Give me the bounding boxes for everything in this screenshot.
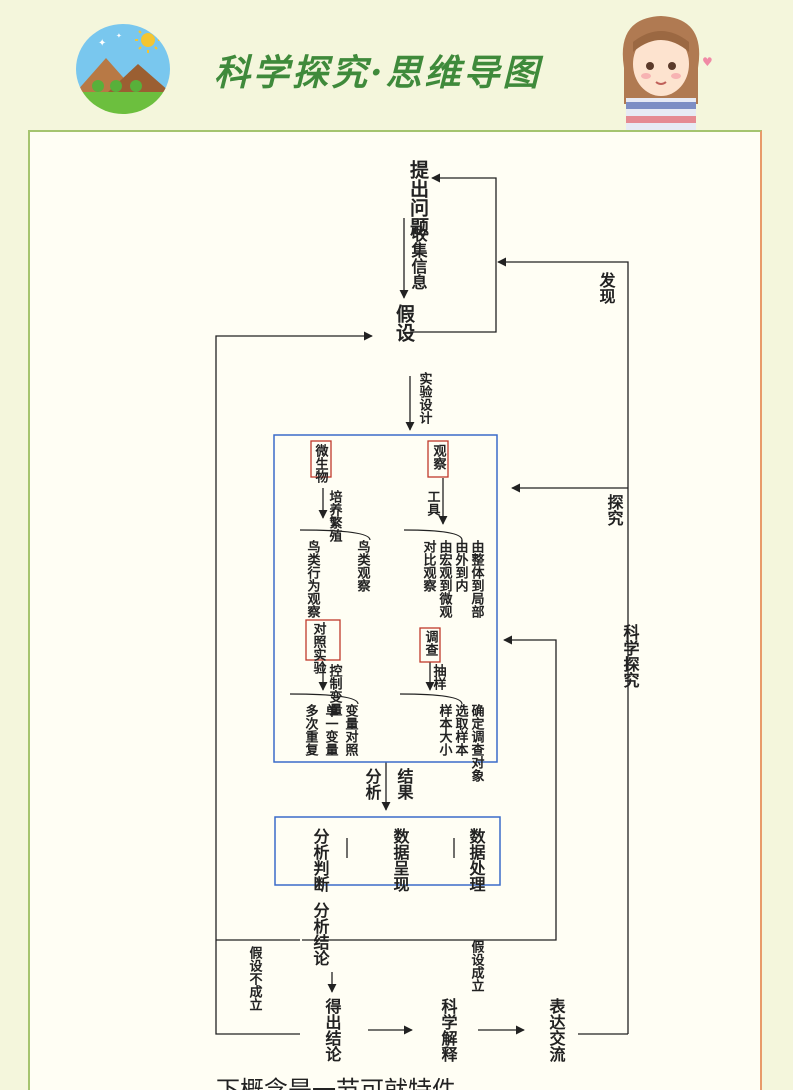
svg-text:♥: ♥ bbox=[702, 55, 713, 69]
node-results: 结果 bbox=[395, 767, 415, 801]
content-panel bbox=[28, 130, 762, 1090]
diagram-labels: 提出问题 收集信息 假设 实验设计 观察 微生物 工具 培养繁殖 由整体到局部 … bbox=[247, 159, 640, 1063]
page-header: ✦ ✦ 科学探究·思维导图 ♥ bbox=[0, 0, 793, 130]
node-microorganism: 微生物 bbox=[313, 443, 330, 484]
node-data-presentation: 数据呈现 bbox=[391, 827, 410, 893]
node-obs-detail-2: 由外到内 bbox=[453, 539, 470, 593]
node-sampling: 抽样 bbox=[431, 663, 447, 691]
node-scientific-inquiry: 科学探究 bbox=[621, 623, 640, 688]
node-investigate: 调查 bbox=[423, 630, 440, 657]
node-control-detail-1: 单一变量 bbox=[323, 703, 339, 757]
experiment-methods-box bbox=[273, 434, 498, 763]
node-bird-obs-note: 鸟类行为观察 bbox=[305, 539, 322, 619]
node-hypothesis-invalid: 假设不成立 bbox=[247, 945, 263, 1011]
svg-text:✦: ✦ bbox=[116, 32, 122, 40]
investigate-box bbox=[419, 627, 441, 663]
node-analysis-judgment: 分析判断 bbox=[311, 828, 330, 893]
observation-box bbox=[427, 440, 449, 478]
node-analysis: 分析 bbox=[363, 768, 382, 801]
bottom-caption: 下概念是一节可就特件 bbox=[216, 1076, 456, 1090]
node-investigate-detail-3: 样本大小 bbox=[437, 703, 453, 757]
node-express-communicate: 表达交流 bbox=[547, 997, 567, 1063]
node-raise-question: 提出问题 bbox=[407, 159, 429, 237]
microorganism-box bbox=[310, 440, 332, 478]
node-obs-detail-4: 对比观察 bbox=[421, 539, 437, 593]
data-analysis-box bbox=[274, 816, 501, 886]
node-data-processing: 数据处理 bbox=[467, 827, 487, 892]
node-inquiry: 探究 bbox=[605, 493, 624, 526]
node-microorganism-note: 培养繁殖 bbox=[327, 489, 344, 543]
node-draw-conclusion: 得出结论 bbox=[323, 997, 343, 1062]
svg-text:✦: ✦ bbox=[98, 38, 106, 49]
node-obs-detail-3: 由宏观到微观 bbox=[437, 539, 454, 619]
node-tools: 工具 bbox=[425, 490, 441, 517]
node-observation: 观察 bbox=[431, 444, 447, 471]
node-investigate-detail-2: 选取样本 bbox=[453, 703, 469, 757]
node-collect-info: 收集信息 bbox=[409, 225, 429, 290]
node-control-experiment: 对照实验 bbox=[311, 621, 327, 675]
mountain-scenery-icon: ✦ ✦ bbox=[76, 24, 170, 114]
node-design-experiment: 实验设计 bbox=[417, 371, 433, 425]
node-discover: 发现 bbox=[597, 271, 617, 305]
node-science-explanation: 科学解释 bbox=[439, 997, 458, 1063]
node-control-label: 控制变量 bbox=[327, 663, 343, 717]
node-obs-detail-1: 由整体到局部 bbox=[469, 539, 486, 619]
node-conclusion-analysis: 分析结论 bbox=[311, 902, 331, 966]
page-title: 科学探究·思维导图 bbox=[214, 52, 542, 94]
node-hypothesis: 假设 bbox=[393, 303, 415, 343]
node-bird-obs: 鸟类观察 bbox=[355, 539, 371, 593]
girl-illustration-icon: ♥ bbox=[606, 8, 716, 130]
node-control-detail-3: 变量对照 bbox=[343, 703, 359, 757]
node-control-detail-2: 多次重复 bbox=[303, 703, 320, 757]
node-hypothesis-valid: 假设成立 bbox=[469, 939, 485, 992]
connector-lines bbox=[215, 173, 629, 1035]
brace-marks bbox=[289, 529, 463, 705]
node-investigate-detail-1: 确定调查对象 bbox=[469, 703, 486, 783]
control-experiment-box bbox=[305, 619, 341, 661]
